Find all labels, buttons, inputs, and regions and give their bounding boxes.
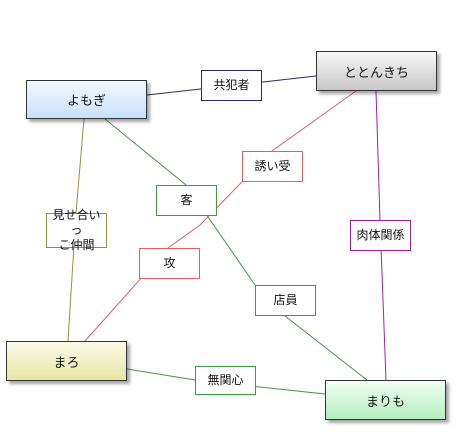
edge-label-mukanshin[interactable]: 無関心: [195, 366, 256, 395]
edge-label-kyohansha[interactable]: 共犯者: [201, 70, 262, 101]
node-label: まろ: [53, 355, 80, 371]
node-label: よもぎ: [66, 94, 106, 109]
edge-label-seme[interactable]: 攻: [139, 248, 200, 279]
edge-label-tenin[interactable]: 店員: [255, 285, 316, 316]
node-totonkichi[interactable]: ととんきち: [316, 51, 437, 91]
edge-tenin: [284, 315, 368, 381]
node-maro[interactable]: まろ: [6, 341, 127, 381]
node-yomogi[interactable]: よもぎ: [26, 80, 147, 119]
edge-label-sasoiuke[interactable]: 誘い受: [242, 151, 303, 182]
edge-label-nikutai[interactable]: 肉体関係: [350, 220, 411, 251]
node-label: ととんきち: [343, 65, 409, 81]
node-label: まりも: [365, 394, 405, 410]
edge-label-kyaku[interactable]: 客: [156, 185, 217, 216]
edge-label-miseai[interactable]: 見せ合いっ こ仲間: [46, 208, 107, 252]
node-marimo[interactable]: まりも: [325, 380, 446, 420]
